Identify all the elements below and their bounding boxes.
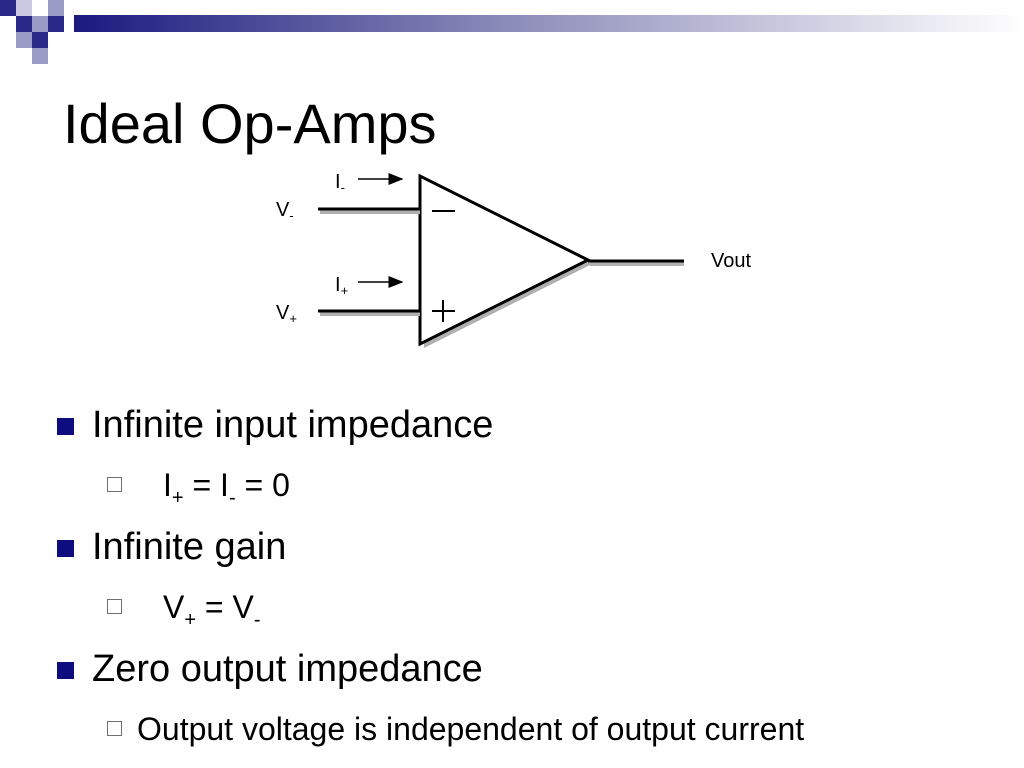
header-gradient-bar [74, 15, 1024, 32]
sub-bullet-text: Output voltage is independent of output … [137, 711, 805, 747]
hollow-square-bullet-icon [107, 477, 122, 492]
bullet-text: Infinite gain [92, 526, 287, 568]
header-square [0, 16, 16, 32]
v-minus-label: V- [276, 199, 294, 223]
header-square [16, 32, 32, 48]
sub-bullet-text: I+ = I- = 0 [163, 467, 290, 509]
header-square [32, 32, 48, 48]
hollow-square-bullet-icon [107, 599, 122, 614]
header-square [32, 48, 48, 64]
header-square [16, 0, 32, 16]
i-plus-label: I+ [335, 274, 349, 298]
op-amp-triangle [418, 173, 592, 347]
op-amp-diagram [318, 173, 684, 348]
header-square [32, 16, 48, 32]
slide-title: Ideal Op-Amps [63, 92, 437, 155]
hollow-square-bullet-icon [107, 721, 122, 736]
header-square [16, 16, 32, 32]
header-square [48, 16, 64, 32]
header-square [32, 0, 48, 16]
sub-bullet-text: V+ = V- [163, 589, 261, 631]
header-decoration [0, 0, 1024, 64]
header-square [48, 0, 64, 16]
square-bullet-icon [57, 662, 74, 679]
i-minus-label: I- [335, 171, 345, 195]
vout-label: Vout [711, 250, 752, 272]
bullet-text: Zero output impedance [92, 648, 483, 690]
bullet-text: Infinite input impedance [92, 404, 494, 446]
square-bullet-icon [57, 540, 74, 557]
square-bullet-icon [57, 418, 74, 435]
header-square [0, 0, 16, 16]
v-plus-label: V+ [276, 302, 297, 326]
